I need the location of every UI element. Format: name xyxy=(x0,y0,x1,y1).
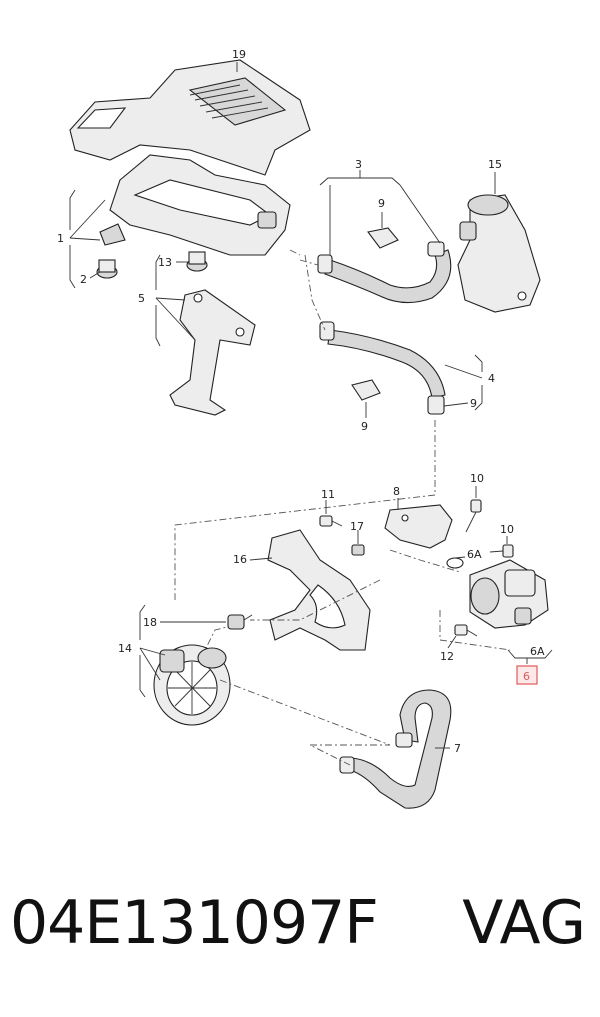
intake-pipe-part xyxy=(457,194,541,313)
callout-1: 1 xyxy=(57,232,64,245)
callout-12: 12 xyxy=(440,650,454,663)
bolt-12-part xyxy=(454,624,478,637)
callout-17: 17 xyxy=(350,520,364,533)
callout-10a: 10 xyxy=(470,472,484,485)
callout-10b: 10 xyxy=(500,523,514,536)
callout-5: 5 xyxy=(138,292,145,305)
seal-6a-part xyxy=(446,557,464,569)
hose-clip-lower-part xyxy=(351,379,381,401)
callout-13: 13 xyxy=(158,256,172,269)
secondary-air-pump-part xyxy=(153,644,231,726)
bolt-upper-part xyxy=(465,499,482,533)
callout-14: 14 xyxy=(118,642,132,655)
secondary-air-valve-part xyxy=(469,559,549,629)
grommet-part xyxy=(186,251,208,272)
sensor-part xyxy=(227,614,253,630)
callout-19: 19 xyxy=(232,48,246,61)
callout-18: 18 xyxy=(143,616,157,629)
callout-8: 8 xyxy=(393,485,400,498)
rubber-mount-part xyxy=(96,259,118,279)
callout-9c: 9 xyxy=(361,420,368,433)
callout-7: 7 xyxy=(454,742,461,755)
nut-part xyxy=(351,544,365,556)
callout-6a-upper: 6A xyxy=(467,548,482,561)
callout-3: 3 xyxy=(355,158,362,171)
pressure-hose-part xyxy=(339,689,452,809)
callout-9b: 9 xyxy=(470,397,477,410)
callout-6-highlight-box xyxy=(516,665,538,685)
parts-diagram: 19 1 2 13 5 3 xyxy=(57,48,553,809)
callout-4: 4 xyxy=(488,372,495,385)
brand-label: VAG xyxy=(462,888,586,958)
callout-6: 6 xyxy=(523,670,530,683)
callout-16: 16 xyxy=(233,553,247,566)
part-number: 04E131097F xyxy=(10,888,379,958)
engine-cover-part xyxy=(69,59,311,176)
bracket-part xyxy=(169,289,256,416)
hose-clip-upper-part xyxy=(367,227,399,249)
callout-15: 15 xyxy=(488,158,502,171)
callout-2: 2 xyxy=(80,273,87,286)
bolt-lower-part xyxy=(489,544,514,558)
valve-bracket-part xyxy=(384,504,453,549)
bolt-11-part xyxy=(319,515,343,527)
upper-breather-hose-part xyxy=(317,241,452,304)
lower-breather-hose-part xyxy=(319,321,446,415)
callout-9a: 9 xyxy=(378,197,385,210)
callout-11: 11 xyxy=(321,488,335,501)
air-cleaner-housing-part xyxy=(99,154,291,256)
callout-6a-lower: 6A xyxy=(530,645,545,658)
